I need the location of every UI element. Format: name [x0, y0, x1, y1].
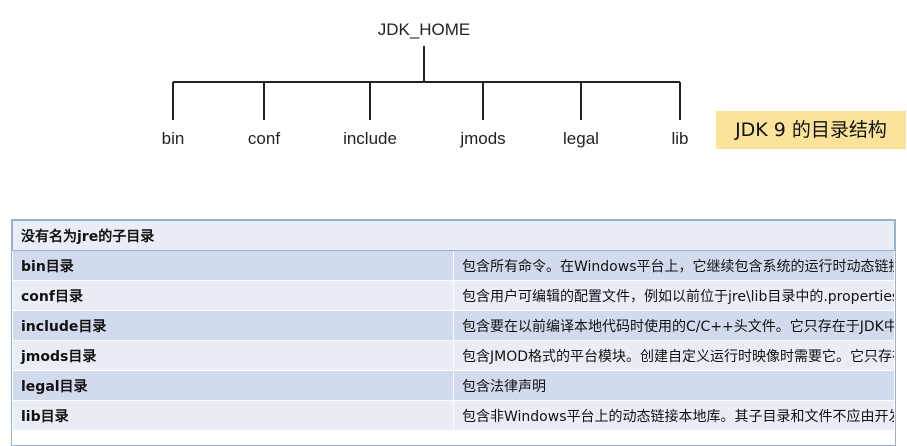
dir-name-cell: bin目录	[12, 250, 454, 281]
table-row: jmods目录 包含JMOD格式的平台模块。创建自定义运行时映像时需要它。它只存…	[12, 340, 895, 371]
table-row: bin目录 包含所有命令。在Windows平台上，它继续包含系统的运行时动态链接…	[12, 250, 895, 281]
directory-description-table: 没有名为jre的子目录 bin目录 包含所有命令。在Windows平台上，它继续…	[12, 220, 895, 431]
dir-desc-cell: 包含法律声明	[453, 370, 895, 401]
dir-desc-cell: 包含非Windows平台上的动态链接本地库。其子目录和文件不应由开发人员直接编辑…	[453, 400, 895, 431]
table-row: legal目录 包含法律声明	[12, 370, 895, 401]
dir-name-cell: conf目录	[12, 280, 454, 311]
tree-child-include: include	[343, 129, 397, 148]
tree-child-conf: conf	[248, 129, 280, 148]
table-header: 没有名为jre的子目录	[12, 220, 895, 251]
diagram-caption-badge: JDK 9 的目录结构	[716, 111, 906, 149]
dir-desc-cell: 包含所有命令。在Windows平台上，它继续包含系统的运行时动态链接库。	[453, 250, 895, 281]
table-row: lib目录 包含非Windows平台上的动态链接本地库。其子目录和文件不应由开发…	[12, 400, 895, 431]
dir-name-cell: include目录	[12, 310, 454, 341]
dir-name-cell: legal目录	[12, 370, 454, 401]
table-header-row: 没有名为jre的子目录	[12, 220, 895, 251]
tree-child-bin: bin	[162, 129, 185, 148]
tree-child-lib: lib	[671, 129, 688, 148]
tree-root-label: JDK_HOME	[378, 20, 471, 39]
dir-name-cell: lib目录	[12, 400, 454, 431]
dir-desc-cell: 包含用户可编辑的配置文件，例如以前位于jre\lib目录中的.propertie…	[453, 280, 895, 311]
dir-name-cell: jmods目录	[12, 340, 454, 371]
table-row: conf目录 包含用户可编辑的配置文件，例如以前位于jre\lib目录中的.pr…	[12, 280, 895, 311]
tree-child-legal: legal	[563, 129, 599, 148]
directory-tree: JDK_HOME bin conf include jmods legal li…	[162, 20, 689, 148]
tree-child-jmods: jmods	[459, 129, 505, 148]
table-row: include目录 包含要在以前编译本地代码时使用的C/C++头文件。它只存在于…	[12, 310, 895, 341]
dir-desc-cell: 包含JMOD格式的平台模块。创建自定义运行时映像时需要它。它只存在于JDK中	[453, 340, 895, 371]
dir-desc-cell: 包含要在以前编译本地代码时使用的C/C++头文件。它只存在于JDK中	[453, 310, 895, 341]
